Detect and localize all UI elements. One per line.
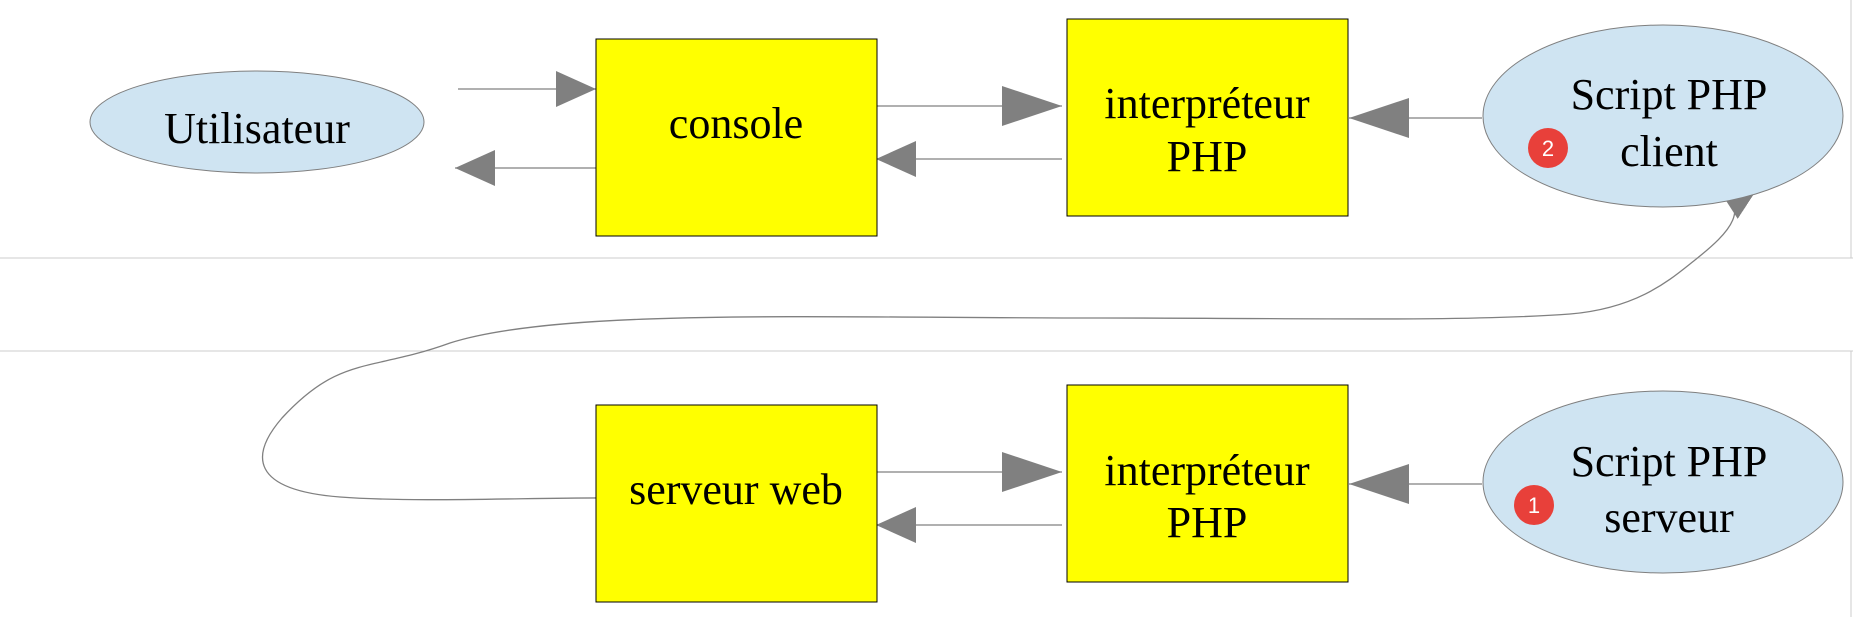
utilisateur-ellipse (89, 70, 425, 174)
node-script-client: Script PHP client 2 (1482, 24, 1844, 208)
node-script-serveur: Script PHP serveur 1 (1482, 390, 1844, 574)
console-label: console (669, 99, 803, 148)
node-interpreter-client: interpréteur PHP (1066, 18, 1349, 217)
utilisateur-label: Utilisateur (164, 104, 350, 153)
script-client-line2: client (1620, 127, 1718, 176)
serveur-web-box (595, 404, 878, 603)
node-serveur-web: serveur web (595, 404, 878, 603)
interpreter-serveur-line2: PHP (1167, 498, 1248, 547)
badge-2-number: 2 (1542, 136, 1554, 161)
connectors (261, 71, 1758, 543)
script-serveur-ellipse (1482, 390, 1844, 574)
script-client-line1: Script PHP (1571, 70, 1768, 119)
script-client-ellipse (1482, 24, 1844, 208)
badge-2-circle (1528, 128, 1568, 168)
node-interpreter-serveur: interpréteur PHP (1066, 384, 1349, 583)
curve-web-server-to-script-client (261, 181, 1758, 501)
script-serveur-line2: serveur (1604, 493, 1734, 542)
badge-1-circle (1514, 485, 1554, 525)
interpreter-serveur-box (1066, 384, 1349, 583)
interpreter-serveur-line1: interpréteur (1104, 446, 1310, 495)
badge-1-number: 1 (1528, 493, 1540, 518)
interpreter-client-box (1066, 18, 1349, 217)
node-utilisateur: Utilisateur (89, 70, 425, 174)
node-console: console (595, 38, 878, 237)
script-serveur-line1: Script PHP (1571, 437, 1768, 486)
console-box (595, 38, 878, 237)
interpreter-client-line1: interpréteur (1104, 79, 1310, 128)
interpreter-client-line2: PHP (1167, 132, 1248, 181)
serveur-web-label: serveur web (629, 465, 843, 514)
